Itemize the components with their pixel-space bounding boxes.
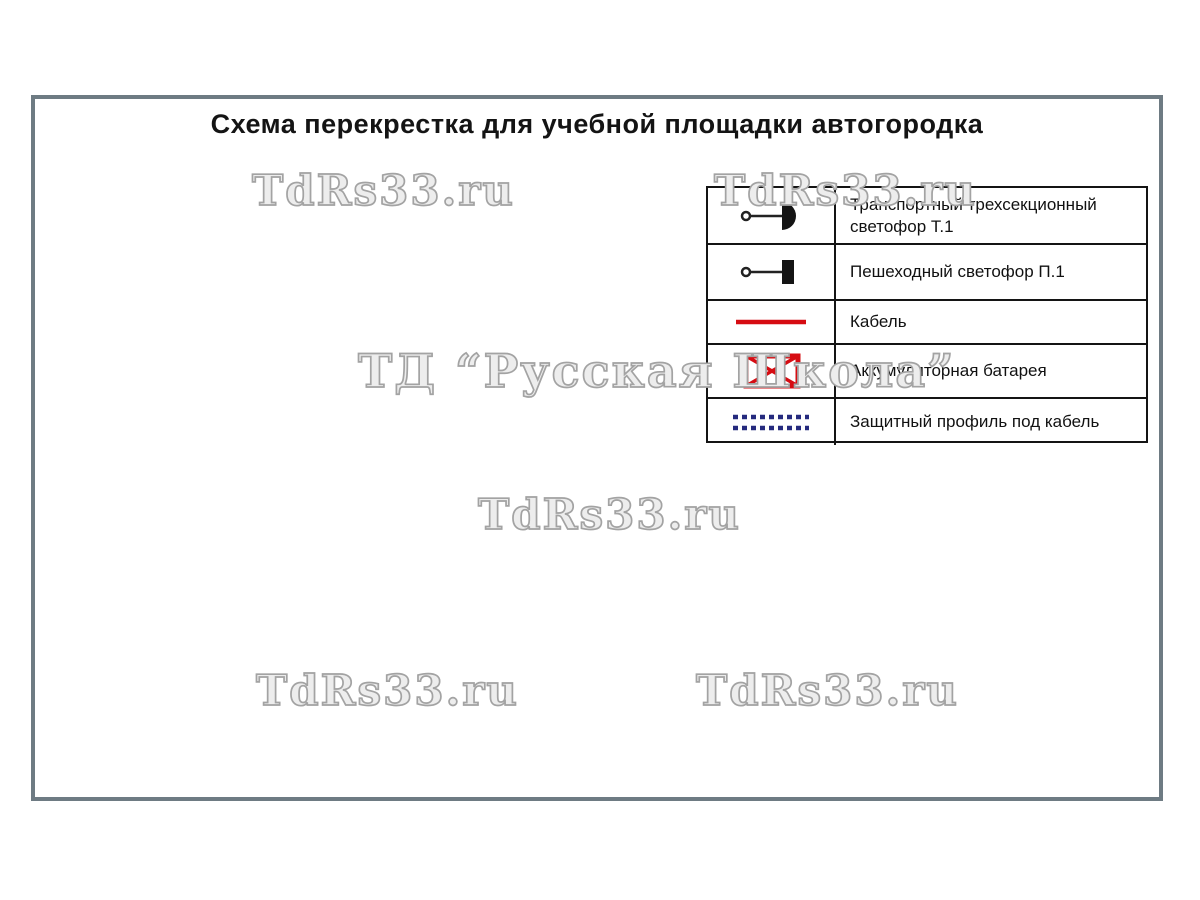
legend-row: Защитный профиль под кабель [708,399,1146,445]
legend-label: Аккумуляторная батарея [850,361,1047,381]
legend-label: Кабель [850,312,907,332]
page-title: Схема перекрестка для учебной площадки а… [210,109,984,139]
protective-profile-icon [708,399,836,445]
traffic-light-t1-icon [708,188,836,243]
cable-icon [708,301,836,343]
battery-icon [708,345,836,397]
legend-row: Транспортный трехсекционный светофор Т.1 [708,188,1146,245]
legend-row: Кабель [708,301,1146,345]
legend-label: Транспортный трехсекционный светофор Т.1 [850,195,1097,236]
legend-row: Аккумуляторная батарея [708,345,1146,399]
legend-row: Пешеходный светофор П.1 [708,245,1146,301]
ped-light-p1-icon [708,245,836,299]
legend-label: Пешеходный светофор П.1 [850,262,1065,282]
legend-label: Защитный профиль под кабель [850,412,1100,432]
legend-table: Транспортный трехсекционный светофор Т.1… [706,186,1148,445]
